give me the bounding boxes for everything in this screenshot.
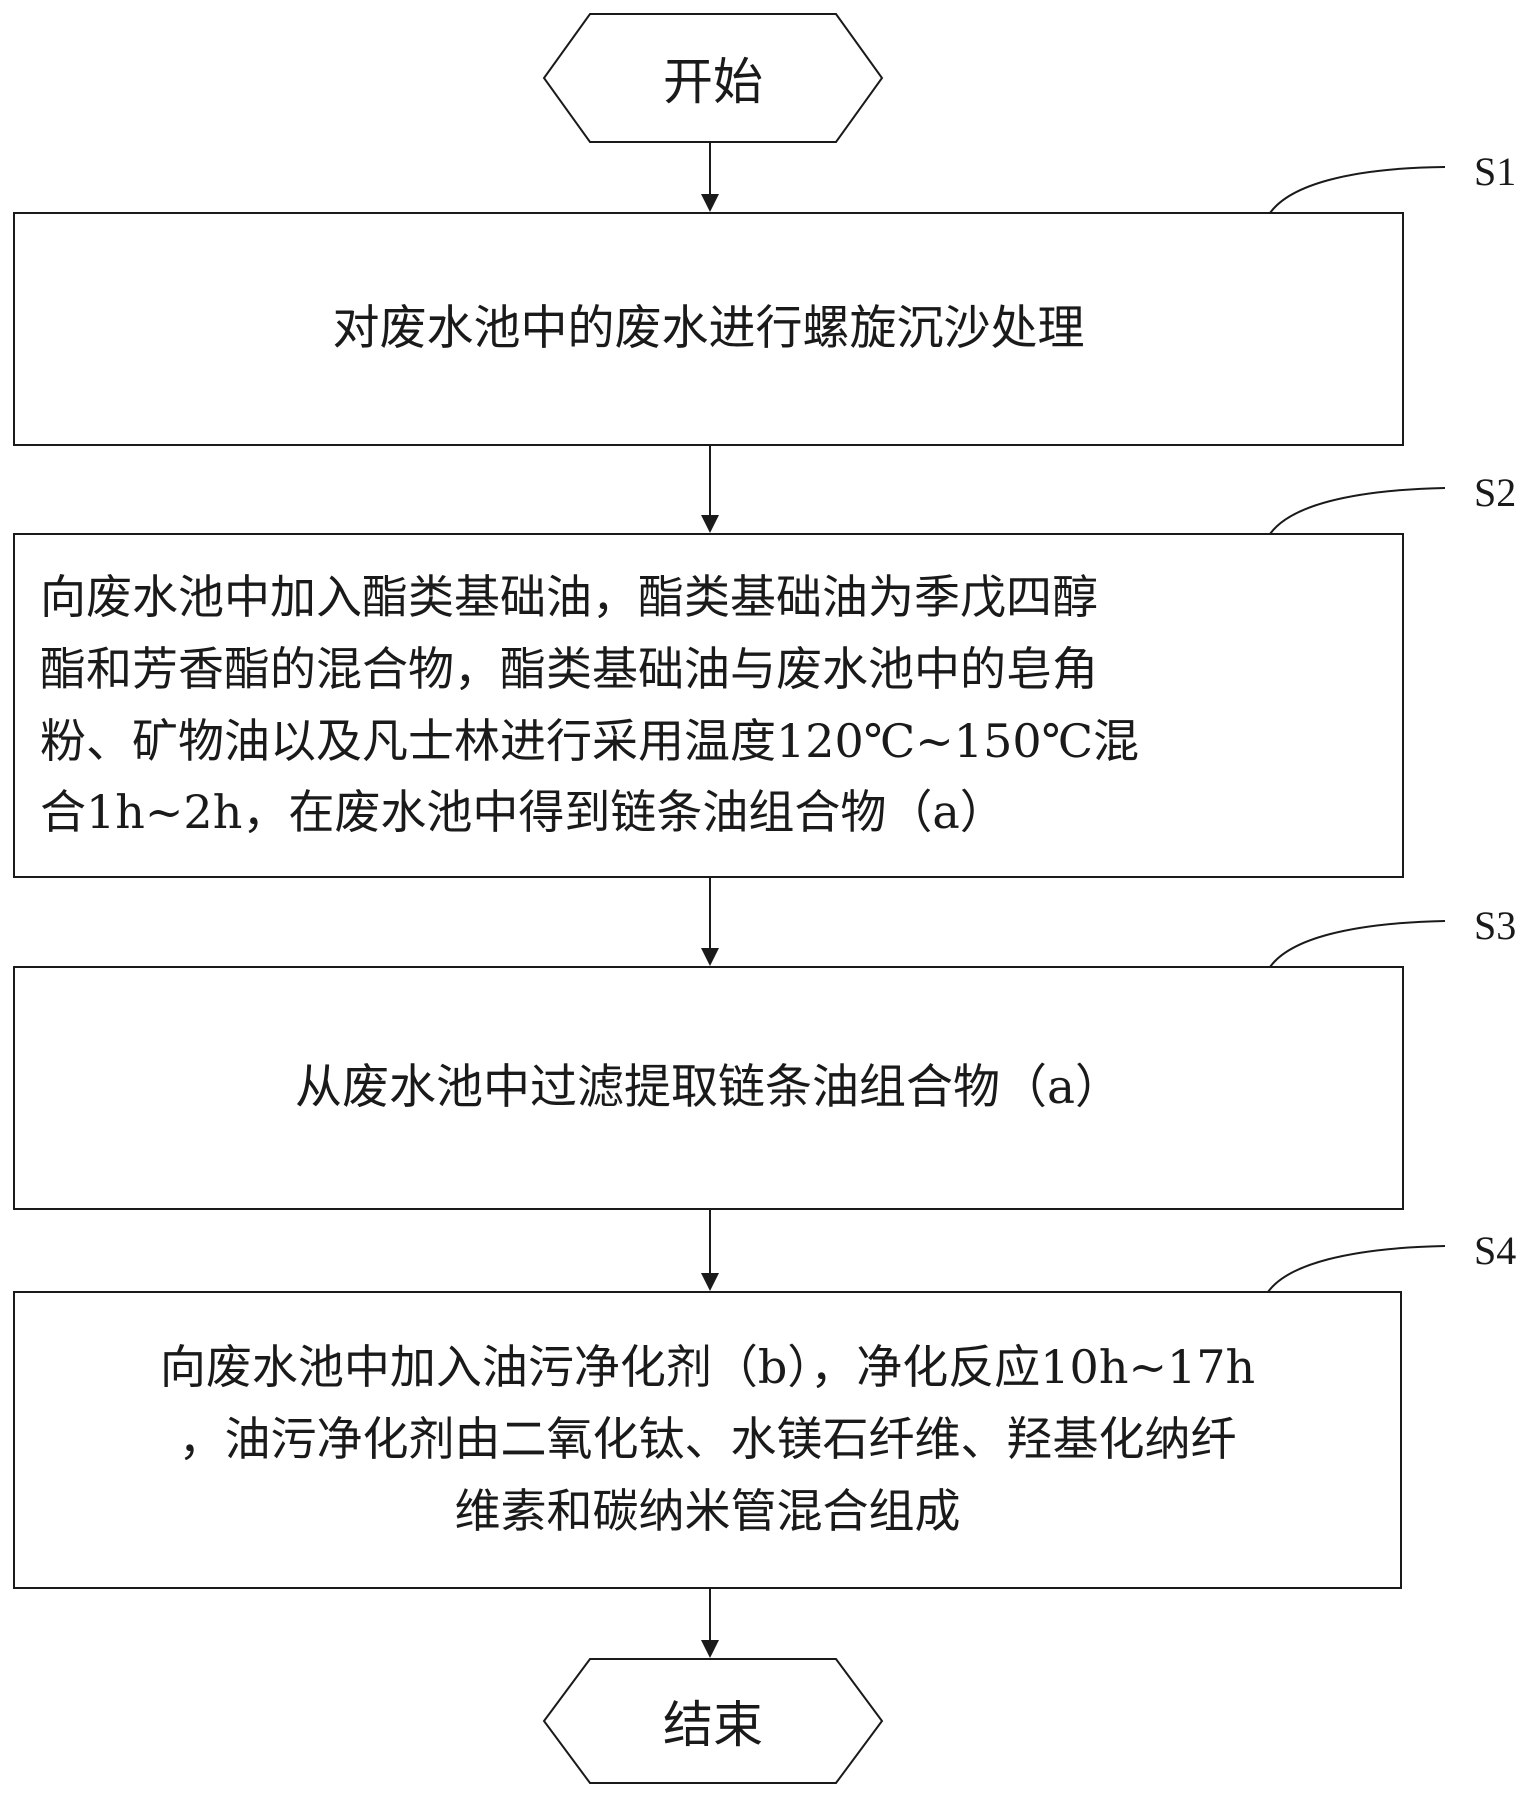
step-s3-box (13, 966, 1404, 1210)
step-s3-text: 从废水池中过滤提取链条油组合物（a） (294, 1060, 1123, 1116)
end-label: 结束 (663, 1696, 763, 1754)
start-terminal (542, 13, 884, 143)
step-s4-box (13, 1291, 1402, 1589)
step-s1-leader (1269, 166, 1446, 214)
step-s2-box (13, 533, 1404, 878)
step-s4-text: 向废水池中加入油污净化剂（b），净化反应10h~17h ，油污净化剂由二氧化钛、… (159, 1340, 1256, 1538)
step-s2-leader (1269, 487, 1446, 535)
step-s1-label: S1 (1474, 149, 1517, 194)
step-s3-leader (1269, 920, 1446, 968)
step-s2-text: 向废水池中加入酯类基础油，酯类基础油为季戊四醇 酯和芳香酯的混合物，酯类基础油与… (40, 570, 1140, 840)
step-s4-label: S4 (1474, 1228, 1517, 1273)
arrow-start-to-s1 (701, 142, 719, 212)
end-terminal (542, 1658, 884, 1784)
step-s4-leader (1267, 1245, 1446, 1293)
start-label: 开始 (663, 53, 763, 111)
step-s3-label: S3 (1474, 903, 1517, 948)
arrow-s2-to-s3 (701, 877, 719, 966)
arrow-s3-to-s4 (701, 1209, 719, 1291)
step-s1-text: 对废水池中的废水进行螺旋沉沙处理 (332, 301, 1085, 357)
step-s2-label: S2 (1474, 470, 1517, 515)
arrow-s1-to-s2 (701, 445, 719, 533)
arrow-s4-to-end (701, 1588, 719, 1658)
step-s1-box (13, 212, 1404, 446)
